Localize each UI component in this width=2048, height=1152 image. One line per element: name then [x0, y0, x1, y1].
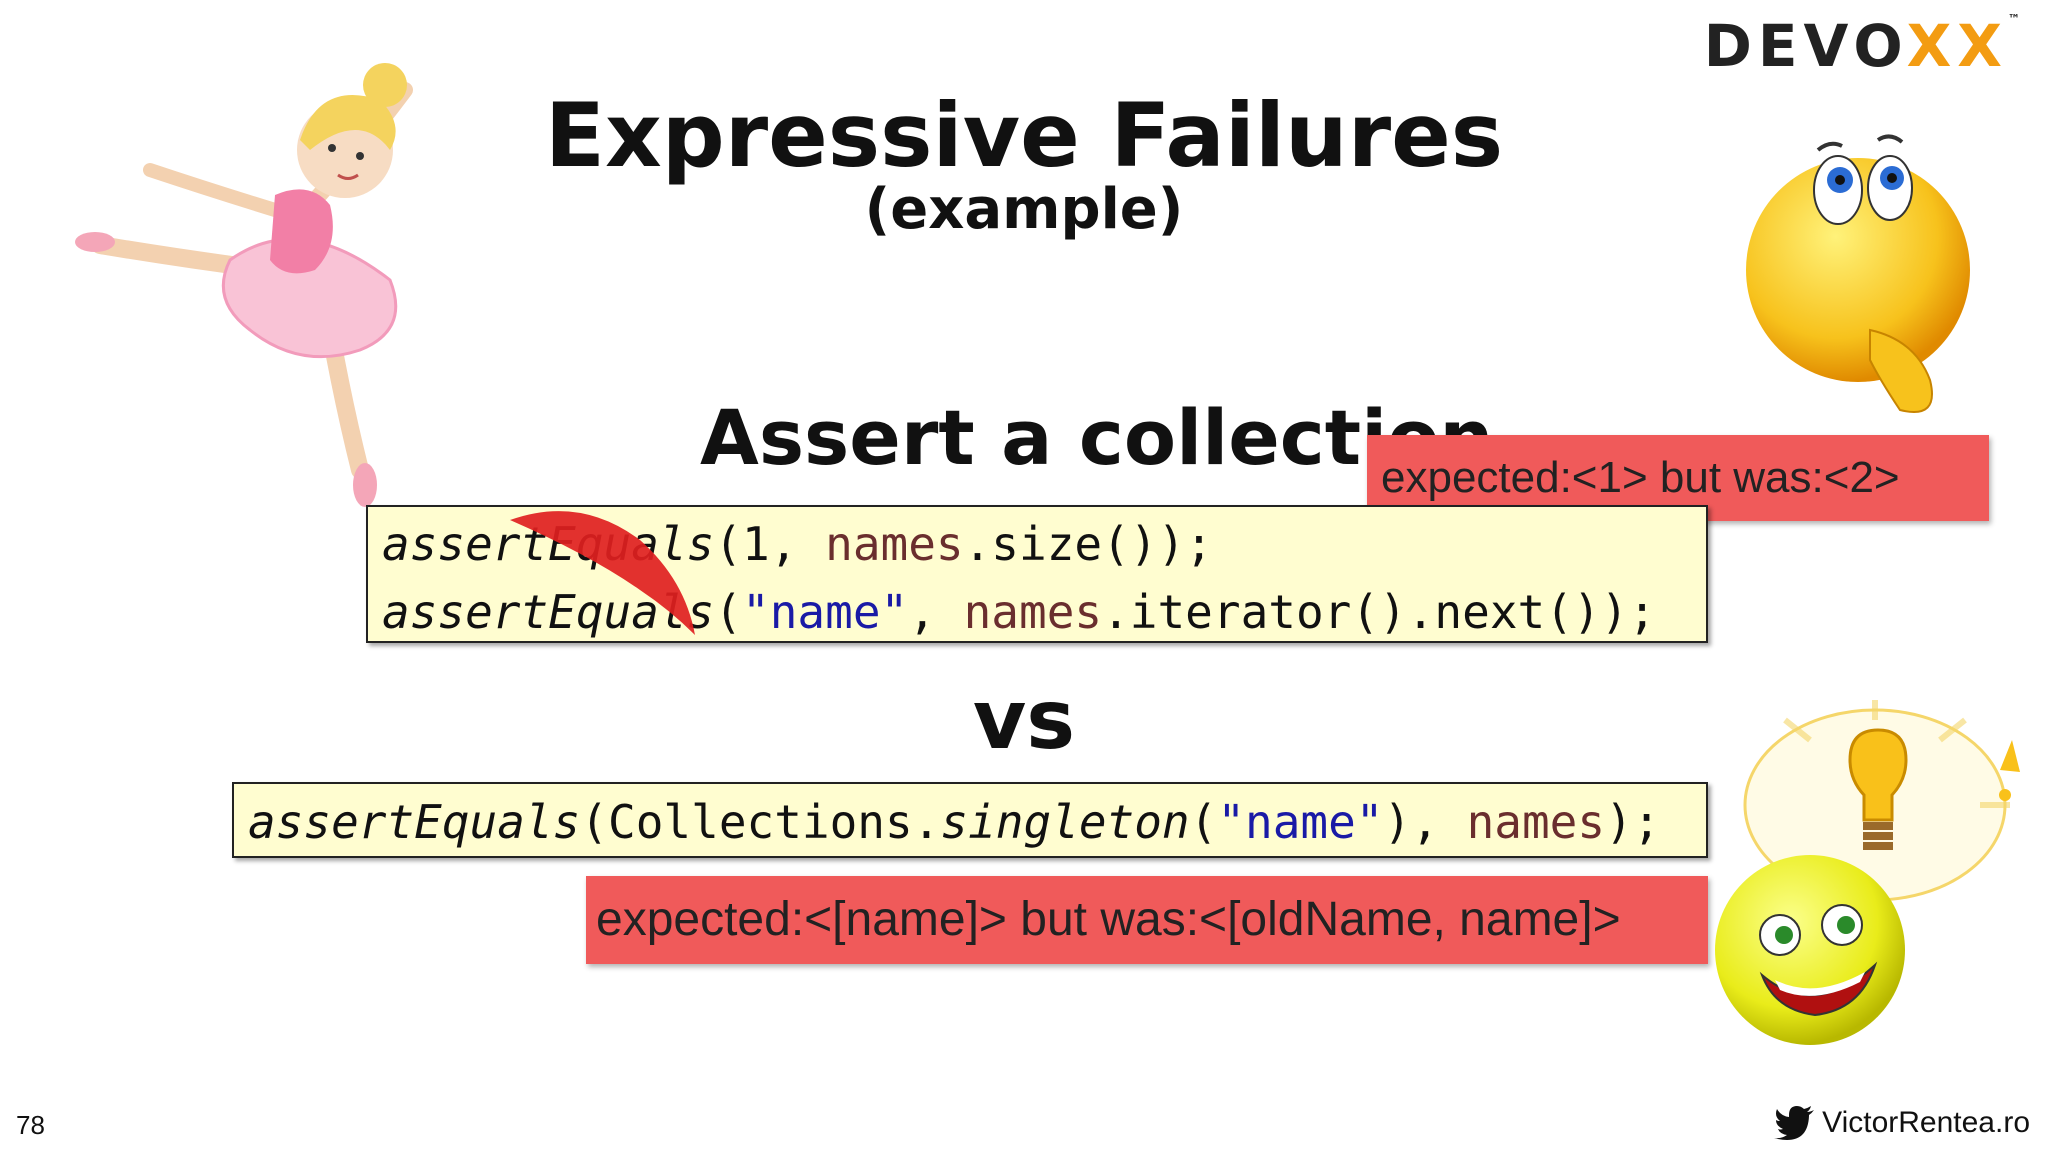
red-strike-mark — [510, 511, 695, 635]
code-block-before: assertEquals(1, names.size()); assertEqu… — [366, 505, 1708, 643]
slide-title: Expressive Failures — [544, 84, 1504, 187]
idea-emoji-icon — [1715, 700, 2020, 1045]
thinking-emoji-icon — [1746, 134, 1970, 413]
twitter-handle: VictorRentea.ro — [1774, 1106, 2030, 1140]
slide-subtitle: (example) — [864, 177, 1184, 242]
code-line-2: assertEquals("name", names.iterator().ne… — [382, 585, 1656, 639]
devoxx-logo: DEVOXX™ — [1703, 12, 2020, 80]
twitter-bird-icon — [1774, 1106, 1815, 1140]
error-message-2: expected:<[name]> but was:<[oldName, nam… — [586, 876, 1708, 964]
section-heading: Assert a collection — [700, 393, 1494, 482]
ballerina-illustration — [75, 63, 413, 507]
vs-label: vs — [972, 673, 1076, 768]
code-block-after: assertEquals(Collections.singleton("name… — [232, 782, 1708, 858]
page-number: 78 — [16, 1110, 45, 1140]
